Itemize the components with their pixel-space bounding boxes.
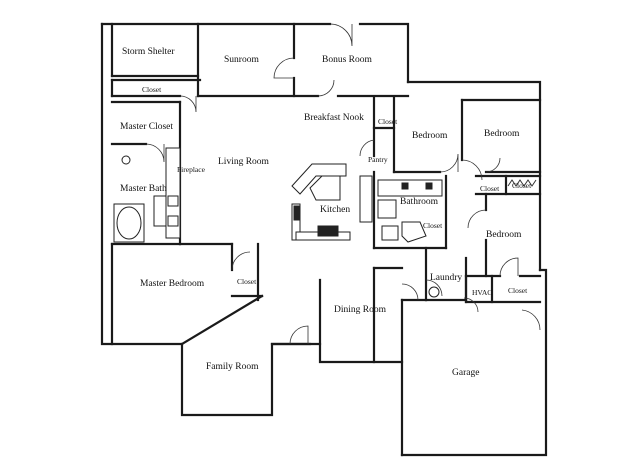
fixtures bbox=[113, 147, 537, 298]
label-closet-bed1: Closet bbox=[480, 184, 500, 193]
label-garage: Garage bbox=[452, 368, 479, 378]
label-breakfast-nook: Breakfast Nook bbox=[304, 112, 364, 123]
label-closet-bath: Closet bbox=[423, 221, 443, 230]
label-bedroom-3: Bedroom bbox=[486, 230, 522, 240]
label-bedroom-2: Bedroom bbox=[484, 129, 520, 139]
label-closet-nook: Closet bbox=[378, 117, 398, 126]
label-sunroom: Sunroom bbox=[224, 55, 259, 65]
label-closet-master: Closet bbox=[237, 277, 257, 286]
label-master-bath: Master Bath bbox=[120, 184, 167, 194]
label-closet-bed2: Closet bbox=[512, 181, 532, 190]
label-bathroom: Bathroom bbox=[400, 197, 439, 207]
label-pantry: Pantry bbox=[368, 155, 388, 164]
label-fireplace: Fireplace bbox=[177, 165, 206, 174]
label-storm-shelter: Storm Shelter bbox=[122, 47, 175, 57]
label-living-room: Living Room bbox=[218, 157, 270, 167]
kitchen-counter bbox=[291, 163, 347, 195]
label-bedroom-1: Bedroom bbox=[412, 131, 448, 141]
room-labels: Storm Shelter Sunroom Bonus Room Closet … bbox=[120, 47, 532, 378]
label-kitchen: Kitchen bbox=[320, 205, 350, 215]
doors bbox=[145, 23, 541, 345]
label-closet-hvac: Closet bbox=[508, 286, 528, 295]
label-family-room: Family Room bbox=[206, 362, 259, 372]
label-hvac: HVAC bbox=[472, 288, 492, 297]
label-master-closet: Master Closet bbox=[120, 122, 173, 132]
label-bonus-room: Bonus Room bbox=[322, 55, 372, 65]
label-closet-top: Closet bbox=[142, 85, 162, 94]
label-dining-room: Dining Room bbox=[334, 305, 387, 315]
label-laundry: Laundry bbox=[430, 273, 462, 283]
label-master-bedroom: Master Bedroom bbox=[140, 279, 205, 289]
